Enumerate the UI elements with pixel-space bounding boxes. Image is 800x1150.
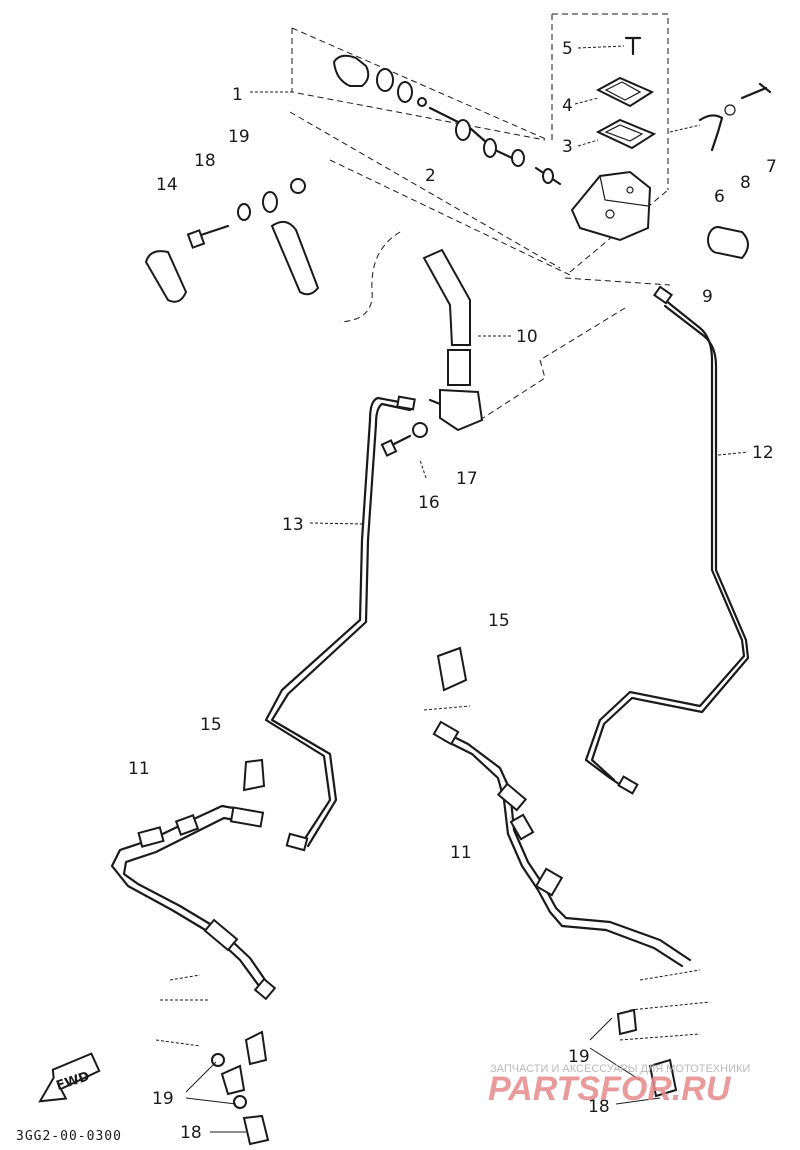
callout-1: 1: [232, 85, 243, 105]
master-cylinder-assembly: [332, 36, 772, 260]
watermark-caption: ЗАПЧАСТИ И АКСЕССУАРЫ ДЛЯ МОТОТЕХНИКИ: [490, 1063, 750, 1075]
callout-18-upper: 18: [194, 151, 216, 171]
hose-10: [380, 248, 484, 457]
callout-7: 7: [766, 157, 777, 177]
callout-19-upper: 19: [228, 127, 250, 147]
callout-5: 5: [562, 39, 573, 59]
watermark: ЗАПЧАСТИ И АКСЕССУАРЫ ДЛЯ МОТОТЕХНИКИ PA…: [488, 1063, 750, 1108]
callout-16: 16: [418, 493, 440, 513]
right-hose-11: [423, 646, 711, 1098]
callout-leaders: [185, 45, 749, 1133]
callout-9: 9: [702, 287, 713, 307]
fwd-arrow-icon: FWD: [38, 1052, 101, 1103]
callout-19-right: 19: [568, 1047, 590, 1067]
callout-6: 6: [714, 187, 725, 207]
callout-14: 14: [156, 175, 178, 195]
callout-labels: 1 2 3 4 5 6 7 8 9 10 11 11 12 13 14 15 1…: [128, 39, 777, 1143]
brake-pipe-13: [264, 395, 416, 852]
watermark-brand: PARTSFOR.RU: [488, 1070, 732, 1108]
callout-17: 17: [456, 469, 478, 489]
left-hose-11: [110, 758, 277, 1146]
callout-3: 3: [562, 137, 573, 157]
callout-12: 12: [752, 443, 774, 463]
callout-11-right: 11: [450, 843, 472, 863]
callout-19-left: 19: [152, 1089, 174, 1109]
diagram-code: 3GG2-00-0300: [16, 1129, 122, 1144]
callout-15-left: 15: [200, 715, 222, 735]
callout-13: 13: [282, 515, 304, 535]
callout-11-left: 11: [128, 759, 150, 779]
callout-2: 2: [425, 166, 436, 186]
callout-4: 4: [562, 96, 573, 116]
callout-15-upper: 15: [488, 611, 510, 631]
brake-pipe-12: [584, 285, 750, 795]
callout-18-right: 18: [588, 1097, 610, 1117]
callout-10: 10: [516, 327, 538, 347]
upper-banjo-parts: [144, 178, 320, 303]
callout-18-left: 18: [180, 1123, 202, 1143]
callout-8: 8: [740, 173, 751, 193]
